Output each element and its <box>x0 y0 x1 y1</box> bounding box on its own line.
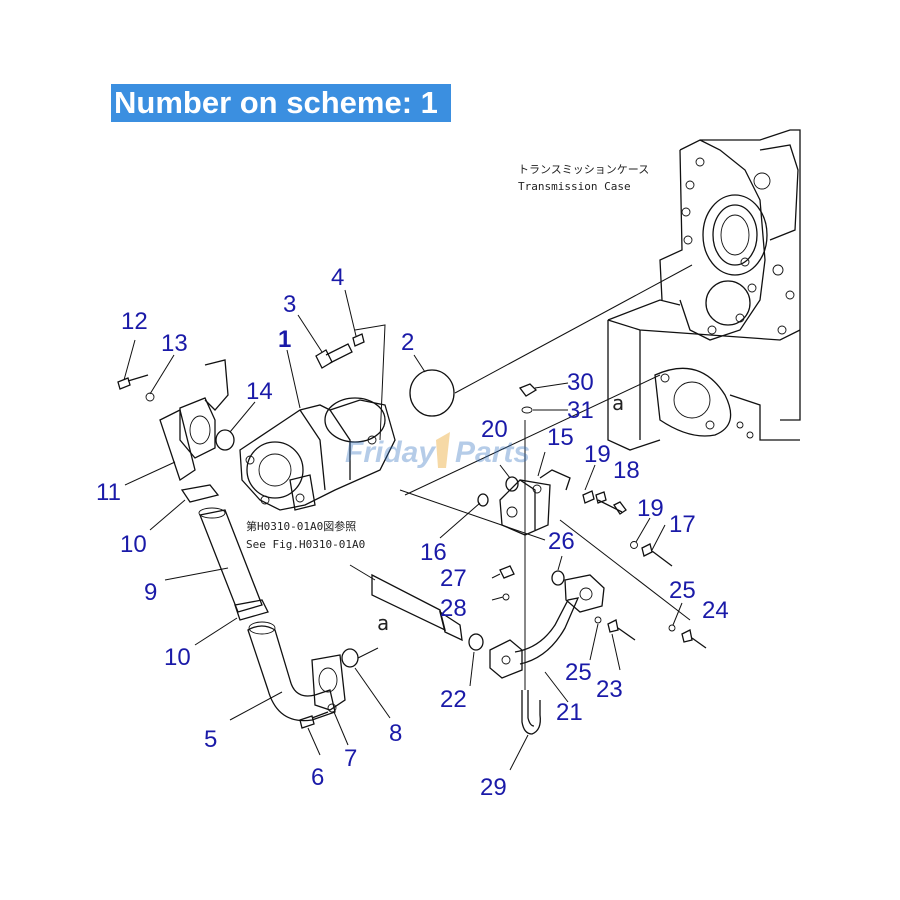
watermark-text-1: Friday <box>345 436 436 469</box>
callout-21: 21 <box>556 699 583 726</box>
washer-4-drawing <box>352 333 365 347</box>
callout-9: 9 <box>144 579 157 606</box>
bolts-and-washers-drawing <box>582 490 707 649</box>
see-figure-label-en: See Fig.H0310-01A0 <box>246 538 365 551</box>
callout-leader-lines <box>123 289 683 771</box>
callout-25-left: 25 <box>565 659 592 686</box>
see-figure-label-jp: 第H0310-01A0図参照 <box>246 519 356 533</box>
watermark-logo: Friday Parts <box>345 432 530 469</box>
hydraulic-pump-drawing <box>239 397 396 511</box>
o-ring-20-drawing <box>505 476 519 492</box>
callout-19-upper: 19 <box>584 441 611 468</box>
reference-mark-a-shaft: a <box>377 611 389 635</box>
callout-29: 29 <box>480 774 507 801</box>
callout-18: 18 <box>613 457 640 484</box>
o-ring-26-drawing <box>551 570 565 586</box>
callout-6: 6 <box>311 764 324 791</box>
callout-15: 15 <box>547 424 574 451</box>
scheme-number-banner: Number on scheme: 1 <box>111 84 451 122</box>
callout-24: 24 <box>702 597 729 624</box>
callout-13: 13 <box>161 330 188 357</box>
callout-30: 30 <box>567 369 594 396</box>
callout-14: 14 <box>246 378 273 405</box>
suction-elbow-11-drawing <box>117 359 235 482</box>
assembly-reference-lines <box>354 264 693 690</box>
callout-19-lower: 19 <box>637 495 664 522</box>
callout-25-right: 25 <box>669 577 696 604</box>
callout-1: 1 <box>278 326 291 353</box>
o-ring-2-drawing <box>409 369 455 417</box>
transmission-case-drawing <box>607 129 801 451</box>
callout-5: 5 <box>204 726 217 753</box>
callout-17: 17 <box>669 511 696 538</box>
o-ring-16-drawing <box>477 493 489 507</box>
hose-29-drawing <box>521 690 541 735</box>
reference-mark-a-case: a <box>612 391 624 415</box>
callout-4: 4 <box>331 264 344 291</box>
callout-10-lower: 10 <box>164 644 191 671</box>
pipe-21-drawing <box>489 574 605 679</box>
callout-22: 22 <box>440 686 467 713</box>
o-ring-22-drawing <box>468 633 484 651</box>
callout-12: 12 <box>121 308 148 335</box>
callout-28: 28 <box>440 595 467 622</box>
callout-8: 8 <box>389 720 402 747</box>
valve-block-15-drawing <box>499 469 571 536</box>
callout-26: 26 <box>548 528 575 555</box>
callout-23: 23 <box>596 676 623 703</box>
callout-2: 2 <box>401 329 414 356</box>
elbow-5-drawing <box>247 621 346 729</box>
callout-31: 31 <box>567 397 594 424</box>
callout-27: 27 <box>440 565 467 592</box>
callout-20: 20 <box>481 416 508 443</box>
transmission-case-label-jp: トランスミッションケース <box>518 163 649 176</box>
hose-9-and-clamps-drawing <box>180 484 269 621</box>
transmission-case-label-en: Transmission Case <box>518 180 631 193</box>
callout-7: 7 <box>344 745 357 772</box>
fittings-27-28-30-31-drawing <box>499 383 538 601</box>
o-ring-8-drawing <box>341 648 359 668</box>
callout-16: 16 <box>420 539 447 566</box>
callout-3: 3 <box>283 291 296 318</box>
callout-11: 11 <box>96 479 121 506</box>
watermark-text-2: Parts <box>455 436 530 469</box>
bolt-3-drawing <box>315 343 353 369</box>
drive-shaft-drawing <box>349 564 463 642</box>
callout-10-upper: 10 <box>120 531 147 558</box>
